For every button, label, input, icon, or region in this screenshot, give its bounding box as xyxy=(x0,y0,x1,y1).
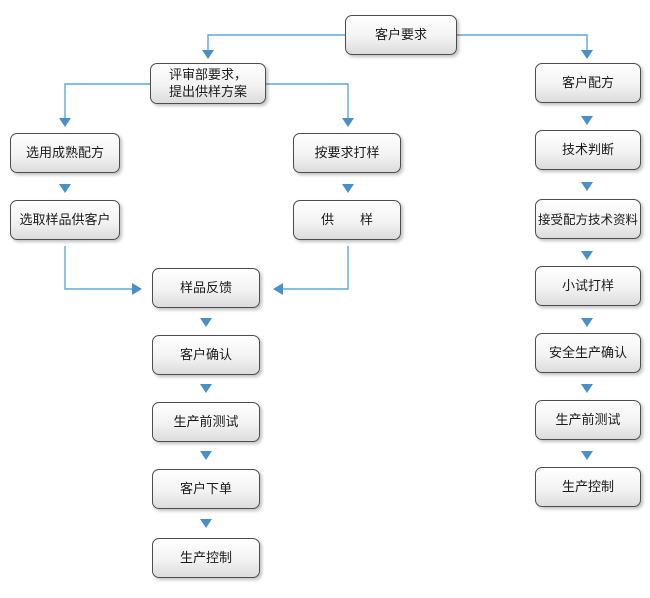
node-make-sample: 按要求打样 xyxy=(293,133,401,173)
node-preprod-test-right-label: 生产前测试 xyxy=(555,412,621,428)
node-supply-sample: 供 样 xyxy=(293,200,401,240)
node-customer-request-label: 客户要求 xyxy=(374,27,427,43)
node-select-formula: 选用成熟配方 xyxy=(10,133,120,173)
arrow-judgment-to-accept xyxy=(581,182,593,191)
arrowhead-make-sample xyxy=(342,118,354,127)
node-accept-tech-data: 接受配方技术资料 xyxy=(535,199,641,239)
node-customer-formula: 客户配方 xyxy=(535,63,641,103)
node-safe-prod-confirm-label: 安全生产确认 xyxy=(548,345,627,361)
connector-select-sample-to-feedback xyxy=(64,246,132,290)
node-select-sample-label: 选取样品供客户 xyxy=(19,212,111,228)
connector-request-to-formula xyxy=(457,34,588,50)
node-preprod-test-left: 生产前测试 xyxy=(152,402,260,442)
node-tech-judgment: 技术判断 xyxy=(535,130,641,170)
node-supply-sample-label: 供 样 xyxy=(320,212,373,228)
connector-supply-to-feedback xyxy=(283,246,349,290)
node-sample-feedback: 样品反馈 xyxy=(152,268,260,308)
node-customer-formula-label: 客户配方 xyxy=(561,75,614,91)
node-customer-request: 客户要求 xyxy=(345,15,457,55)
node-customer-order: 客户下单 xyxy=(152,469,260,509)
arrow-select-formula-to-sample xyxy=(59,184,71,193)
arrowhead-customer-formula xyxy=(581,50,593,59)
arrow-order-to-control xyxy=(200,519,212,528)
node-prod-control-right-label: 生产控制 xyxy=(561,479,614,495)
arrow-test-to-order xyxy=(200,451,212,460)
node-make-sample-label: 按要求打样 xyxy=(314,145,380,161)
arrowhead-review xyxy=(202,50,214,59)
node-tech-judgment-label: 技术判断 xyxy=(561,142,614,158)
node-customer-order-label: 客户下单 xyxy=(179,481,232,497)
node-preprod-test-right: 生产前测试 xyxy=(535,400,641,440)
node-customer-confirm-label: 客户确认 xyxy=(179,347,232,363)
node-select-formula-label: 选用成熟配方 xyxy=(25,145,104,161)
connector-review-to-select-formula xyxy=(64,83,150,118)
arrow-feedback-to-confirm xyxy=(200,318,212,327)
arrow-trial-to-safe xyxy=(581,318,593,327)
node-customer-confirm: 客户确认 xyxy=(152,335,260,375)
node-prod-control-right: 生产控制 xyxy=(535,467,641,507)
arrow-safe-to-test xyxy=(581,384,593,393)
node-accept-tech-data-label: 接受配方技术资料 xyxy=(537,211,638,227)
node-safe-prod-confirm: 安全生产确认 xyxy=(535,333,641,373)
node-select-sample: 选取样品供客户 xyxy=(10,200,120,240)
node-review-dept-label: 评审部要求， 提出供样方案 xyxy=(168,67,247,100)
node-sample-feedback-label: 样品反馈 xyxy=(179,280,232,296)
arrowhead-feedback-left xyxy=(132,283,142,295)
connector-request-to-review xyxy=(207,34,345,50)
arrow-formula-to-judgment xyxy=(581,116,593,125)
arrow-make-to-supply xyxy=(342,184,354,193)
arrowhead-feedback-right xyxy=(273,283,283,295)
node-review-dept: 评审部要求， 提出供样方案 xyxy=(150,63,266,104)
node-prod-control-left-label: 生产控制 xyxy=(179,550,232,566)
node-prod-control-left: 生产控制 xyxy=(152,538,260,578)
arrow-accept-to-trial xyxy=(581,251,593,260)
arrow-test-to-control-right xyxy=(581,451,593,460)
node-preprod-test-left-label: 生产前测试 xyxy=(173,414,239,430)
node-small-trial-label: 小试打样 xyxy=(561,278,614,294)
arrowhead-select-formula xyxy=(59,118,71,127)
arrow-confirm-to-test xyxy=(200,384,212,393)
connector-review-to-make-sample xyxy=(266,83,349,118)
node-small-trial: 小试打样 xyxy=(535,266,641,306)
